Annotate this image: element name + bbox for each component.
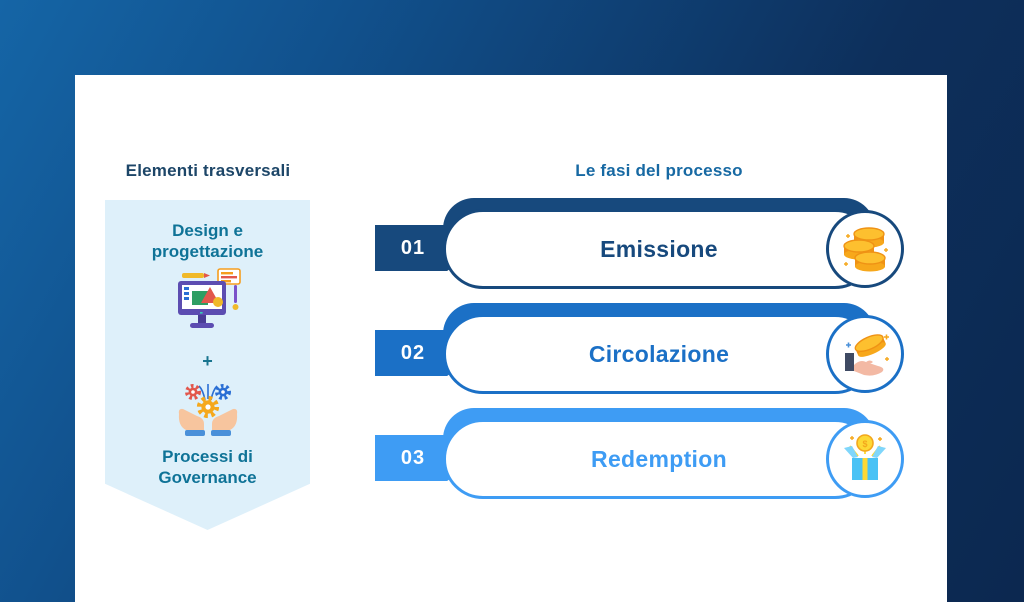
step-label: Redemption <box>591 445 727 472</box>
coins-stack-icon <box>826 210 904 288</box>
content-card: Elementi trasversali Design e progettazi… <box>75 75 947 602</box>
step-capsule: Circolazione <box>443 314 875 394</box>
left-column-heading: Elementi trasversali <box>125 161 291 180</box>
process-step-circolazione: 02 Circolazione <box>375 303 915 399</box>
step-capsule: Emissione <box>443 209 875 289</box>
process-step-redemption: 03 Redemption $ <box>375 408 915 504</box>
governance-label: Processi di Governance <box>158 446 257 487</box>
step-label: Emissione <box>600 235 718 262</box>
step-number: 02 <box>400 341 426 364</box>
step-label: Circolazione <box>588 340 730 367</box>
gift-box-icon: $ <box>826 420 904 498</box>
governance-hands-gears-icon <box>173 380 243 442</box>
svg-text:$: $ <box>862 439 867 449</box>
step-capsule: Redemption <box>443 419 875 499</box>
step-number: 01 <box>400 236 426 259</box>
plus-separator: + <box>202 350 213 371</box>
design-monitor-icon <box>168 267 248 341</box>
process-step-emissione: 01 Emissione <box>375 198 915 294</box>
transversal-elements-banner: Design e progettazione <box>105 200 310 530</box>
design-label: Design e progettazione <box>151 221 264 262</box>
step-number: 03 <box>400 446 426 469</box>
coin-in-hand-icon <box>826 315 904 393</box>
process-heading: Le fasi del processo <box>575 161 743 180</box>
